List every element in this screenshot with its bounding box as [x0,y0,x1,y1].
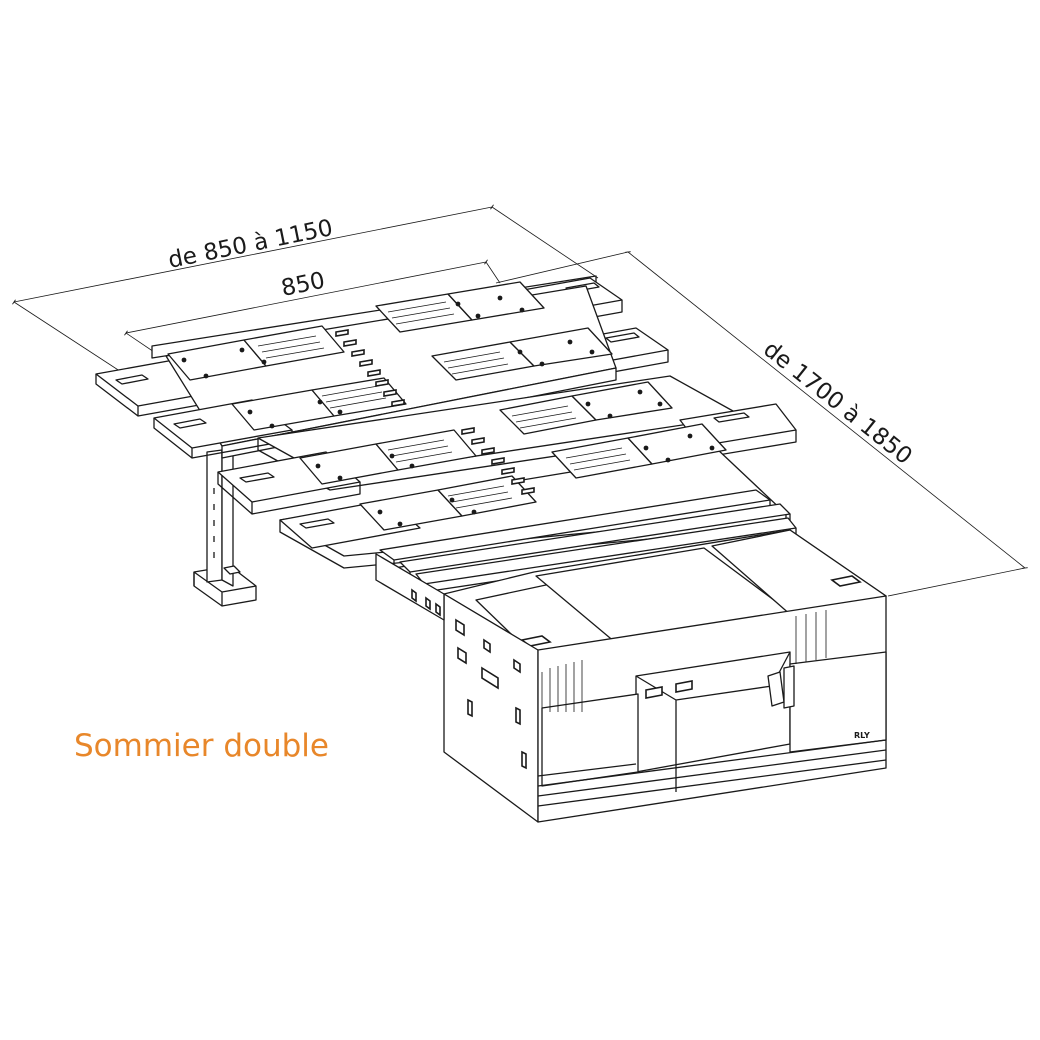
dim-label-length-range: de 1700 à 1850 [758,336,916,470]
deck-slots [335,329,535,495]
dim-label-width-fixed: 850 [279,268,327,302]
brand-mark: RLY [854,731,870,740]
storage-box: RLY [375,529,887,823]
support-leg [193,449,257,607]
caption-sommier-double: Sommier double [74,728,329,764]
dimension-lines [12,204,1028,597]
bolt-holes [181,295,715,527]
dim-label-width-range: de 850 à 1150 [166,215,335,274]
hinge-plates [167,281,727,531]
